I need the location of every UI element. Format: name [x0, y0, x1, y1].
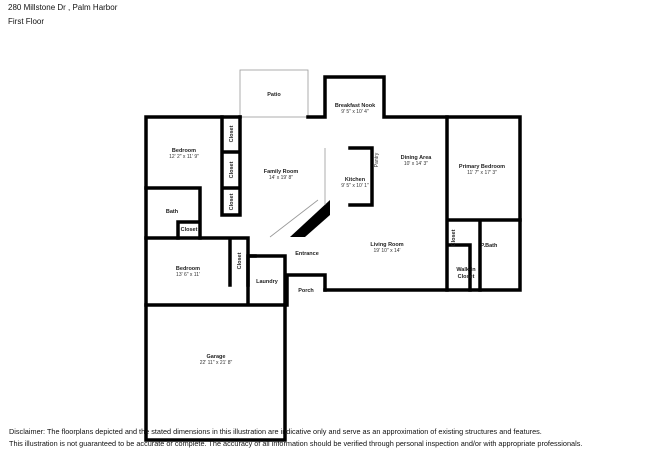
room-family-room: Family Room — [264, 169, 299, 175]
room-living-room: Living Room — [370, 242, 403, 248]
room-labels: Patio Breakfast Nook 9' 5" x 10' 4" Bedr… — [166, 92, 505, 366]
room-dims: 12' 2" x 11' 9" — [169, 154, 199, 160]
room-walk-in-closet: Walk-In — [456, 267, 476, 273]
room-dims: 11' 7" x 17' 3" — [467, 170, 497, 176]
room-entrance: Entrance — [295, 251, 319, 257]
disclaimer-line-2: This illustration is not guaranteed to b… — [9, 439, 583, 448]
room-p-bath: P.Bath — [481, 243, 498, 249]
closet-4: Closet — [237, 252, 243, 269]
room-bedroom-2: Bedroom — [176, 266, 200, 272]
closet-2: Closet — [229, 161, 235, 178]
pantry-label: Pantry — [374, 152, 380, 167]
address: 280 Millstone Dr , Palm Harbor — [8, 3, 118, 12]
room-dims: 14' x 19' 8" — [269, 175, 293, 181]
room-breakfast-nook: Breakfast Nook — [335, 103, 376, 109]
room-dims: 22' 11" x 21' 8" — [200, 360, 233, 366]
room-laundry: Laundry — [256, 279, 279, 285]
room-dims: 13' 6" x 11' — [176, 272, 200, 278]
room-dims: 9' 5" x 10' 4" — [341, 109, 369, 115]
room-porch: Porch — [298, 288, 314, 294]
closet-primary: Closet — [451, 229, 457, 246]
room-bedroom: Bedroom — [172, 148, 196, 154]
closet-1: Closet — [229, 125, 235, 142]
floor-label: First Floor — [8, 17, 44, 26]
patio-outline — [239, 69, 309, 118]
closet-bath: Closet — [181, 227, 198, 233]
room-dims: 19' 10" x 14' — [373, 248, 400, 254]
disclaimer-line-1: Disclaimer: The floorplans depicted and … — [9, 427, 542, 436]
room-garage: Garage — [207, 354, 226, 360]
room-kitchen: Kitchen — [345, 177, 366, 183]
room-dims: 9' 5" x 10' 1" — [341, 183, 369, 189]
room-dims: 10' x 14' 3" — [404, 161, 428, 167]
room-walk-in-closet-2: Closet — [458, 274, 475, 280]
room-primary-bedroom: Primary Bedroom — [459, 164, 505, 170]
closet-3: Closet — [229, 193, 235, 210]
room-dining-area: Dining Area — [401, 155, 433, 161]
stairs — [290, 200, 330, 237]
room-patio: Patio — [267, 92, 281, 98]
room-bath: Bath — [166, 209, 179, 215]
walls — [144, 69, 522, 442]
